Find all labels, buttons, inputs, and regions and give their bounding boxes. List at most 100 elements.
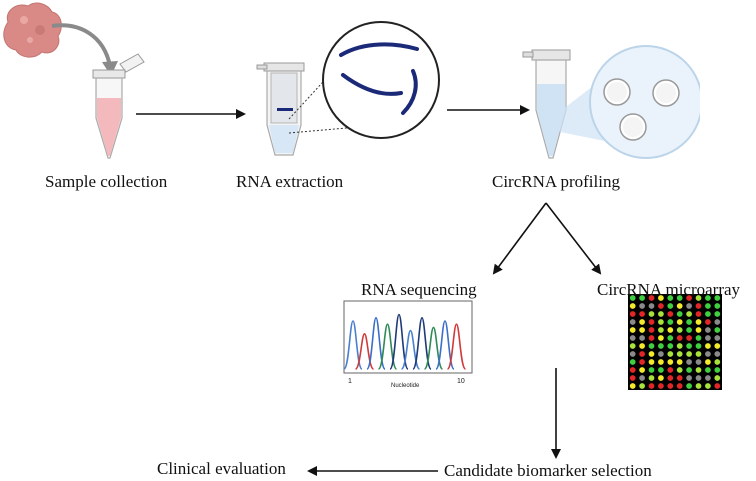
microarray-spot [714,359,721,365]
microarray-spot [629,319,636,325]
candidate-selection-label: Candidate biomarker selection [444,461,652,480]
microarray-spot [639,367,645,373]
microarray-spot [695,351,702,357]
microarray-spot [667,359,674,365]
microarray-spot [658,311,664,317]
microarray-spot [686,375,692,381]
microarray-spot [695,343,702,349]
microarray-spot [686,311,692,317]
microarray-spot [629,351,636,357]
microarray-spot [705,351,711,357]
microarray-spot [629,359,636,365]
microarray-spot [667,303,674,309]
microarray-spot [676,343,683,349]
microarray-spot [676,319,683,325]
rna-zoom-circle [322,21,440,139]
microarray-spot [639,319,645,325]
chromatogram-peak [389,313,409,370]
microarray-spot [714,295,721,301]
microarray-spot [676,367,683,373]
rna-extraction-illustration [256,21,440,156]
microarray-spot [667,311,674,317]
sample-collection-label: Sample collection [45,172,168,191]
curved-arrow-icon [51,23,112,67]
microarray-spot [639,359,645,365]
circrna-profiling-label: CircRNA profiling [492,172,620,191]
microarray-spot [705,303,711,309]
microarray-spot [686,295,692,301]
microarray-spot [658,351,664,357]
microarray-spot [714,367,721,373]
microarray-spot [629,311,636,317]
microarray-spot [648,303,655,309]
microarray-spot [676,303,683,309]
column-membrane-icon [277,108,293,111]
microarray-spot [714,383,721,389]
microarray-spot [639,375,645,381]
microarray-spot [705,319,711,325]
microarray-spot [639,327,645,333]
microarray-spot [686,343,692,349]
microarray-spot [695,327,702,333]
microarray-spot [667,367,674,373]
microarray-spot [639,383,645,389]
microarray-spot [686,351,692,357]
microarray-spot [714,343,721,349]
microarray-spot [629,303,636,309]
clinical-evaluation-label: Clinical evaluation [157,459,286,478]
microarray-spot [639,295,645,301]
microarray-spot [695,367,702,373]
microarray-spot [676,311,683,317]
microarray-spot [648,359,655,365]
microarray-spot [648,367,655,373]
microarray-spot [676,383,683,389]
microarray-spot [705,295,711,301]
microarray-spot [629,383,636,389]
microarray-spot [648,383,655,389]
microarray-spot [639,335,645,341]
tissue-sample-icon [3,2,62,58]
sample-tube-icon [92,53,145,159]
microarray-spot [695,303,702,309]
microarray-spot [658,359,664,365]
microarray-spot [714,311,721,317]
microarray-spot [658,319,664,325]
circrna-microarray-label: CircRNA microarray [597,280,741,299]
microarray-spot [714,303,721,309]
microarray-spot [667,327,674,333]
microarray-spot [695,359,702,365]
chromatogram-tick-end: 10 [457,378,465,385]
microarray-spot [648,327,655,333]
microarray-spot [676,351,683,357]
microarray-spot [667,335,674,341]
microarray-spot [658,335,664,341]
circrna-profiling-illustration [522,45,700,159]
microarray-spot [714,375,721,381]
chromatogram-axis-label: Nucleotide [391,383,420,389]
chromatogram-icon: 1 10 Nucleotide [343,300,473,389]
microarray-spot [629,327,636,333]
microarray-spot [695,295,702,301]
microarray-spot [714,327,721,333]
sample-collection-illustration [3,2,145,159]
microarray-spot [695,319,702,325]
microarray-spot [705,359,711,365]
microarray-spot [705,375,711,381]
microarray-spot [667,295,674,301]
microarray-spot [667,351,674,357]
microarray-spot [695,375,702,381]
profiling-tube-icon [522,49,571,159]
microarray-spot [629,375,636,381]
microarray-spot [648,343,655,349]
microarray-spot [667,319,674,325]
microarray-spot [629,335,636,341]
microarray-spot [695,383,702,389]
microarray-spot [639,303,645,309]
microarray-spot [686,319,692,325]
microarray-spot [705,367,711,373]
microarray-spot [686,359,692,365]
rna-strand-icon [339,42,419,115]
microarray-spot [629,343,636,349]
microarray-spot [648,295,655,301]
